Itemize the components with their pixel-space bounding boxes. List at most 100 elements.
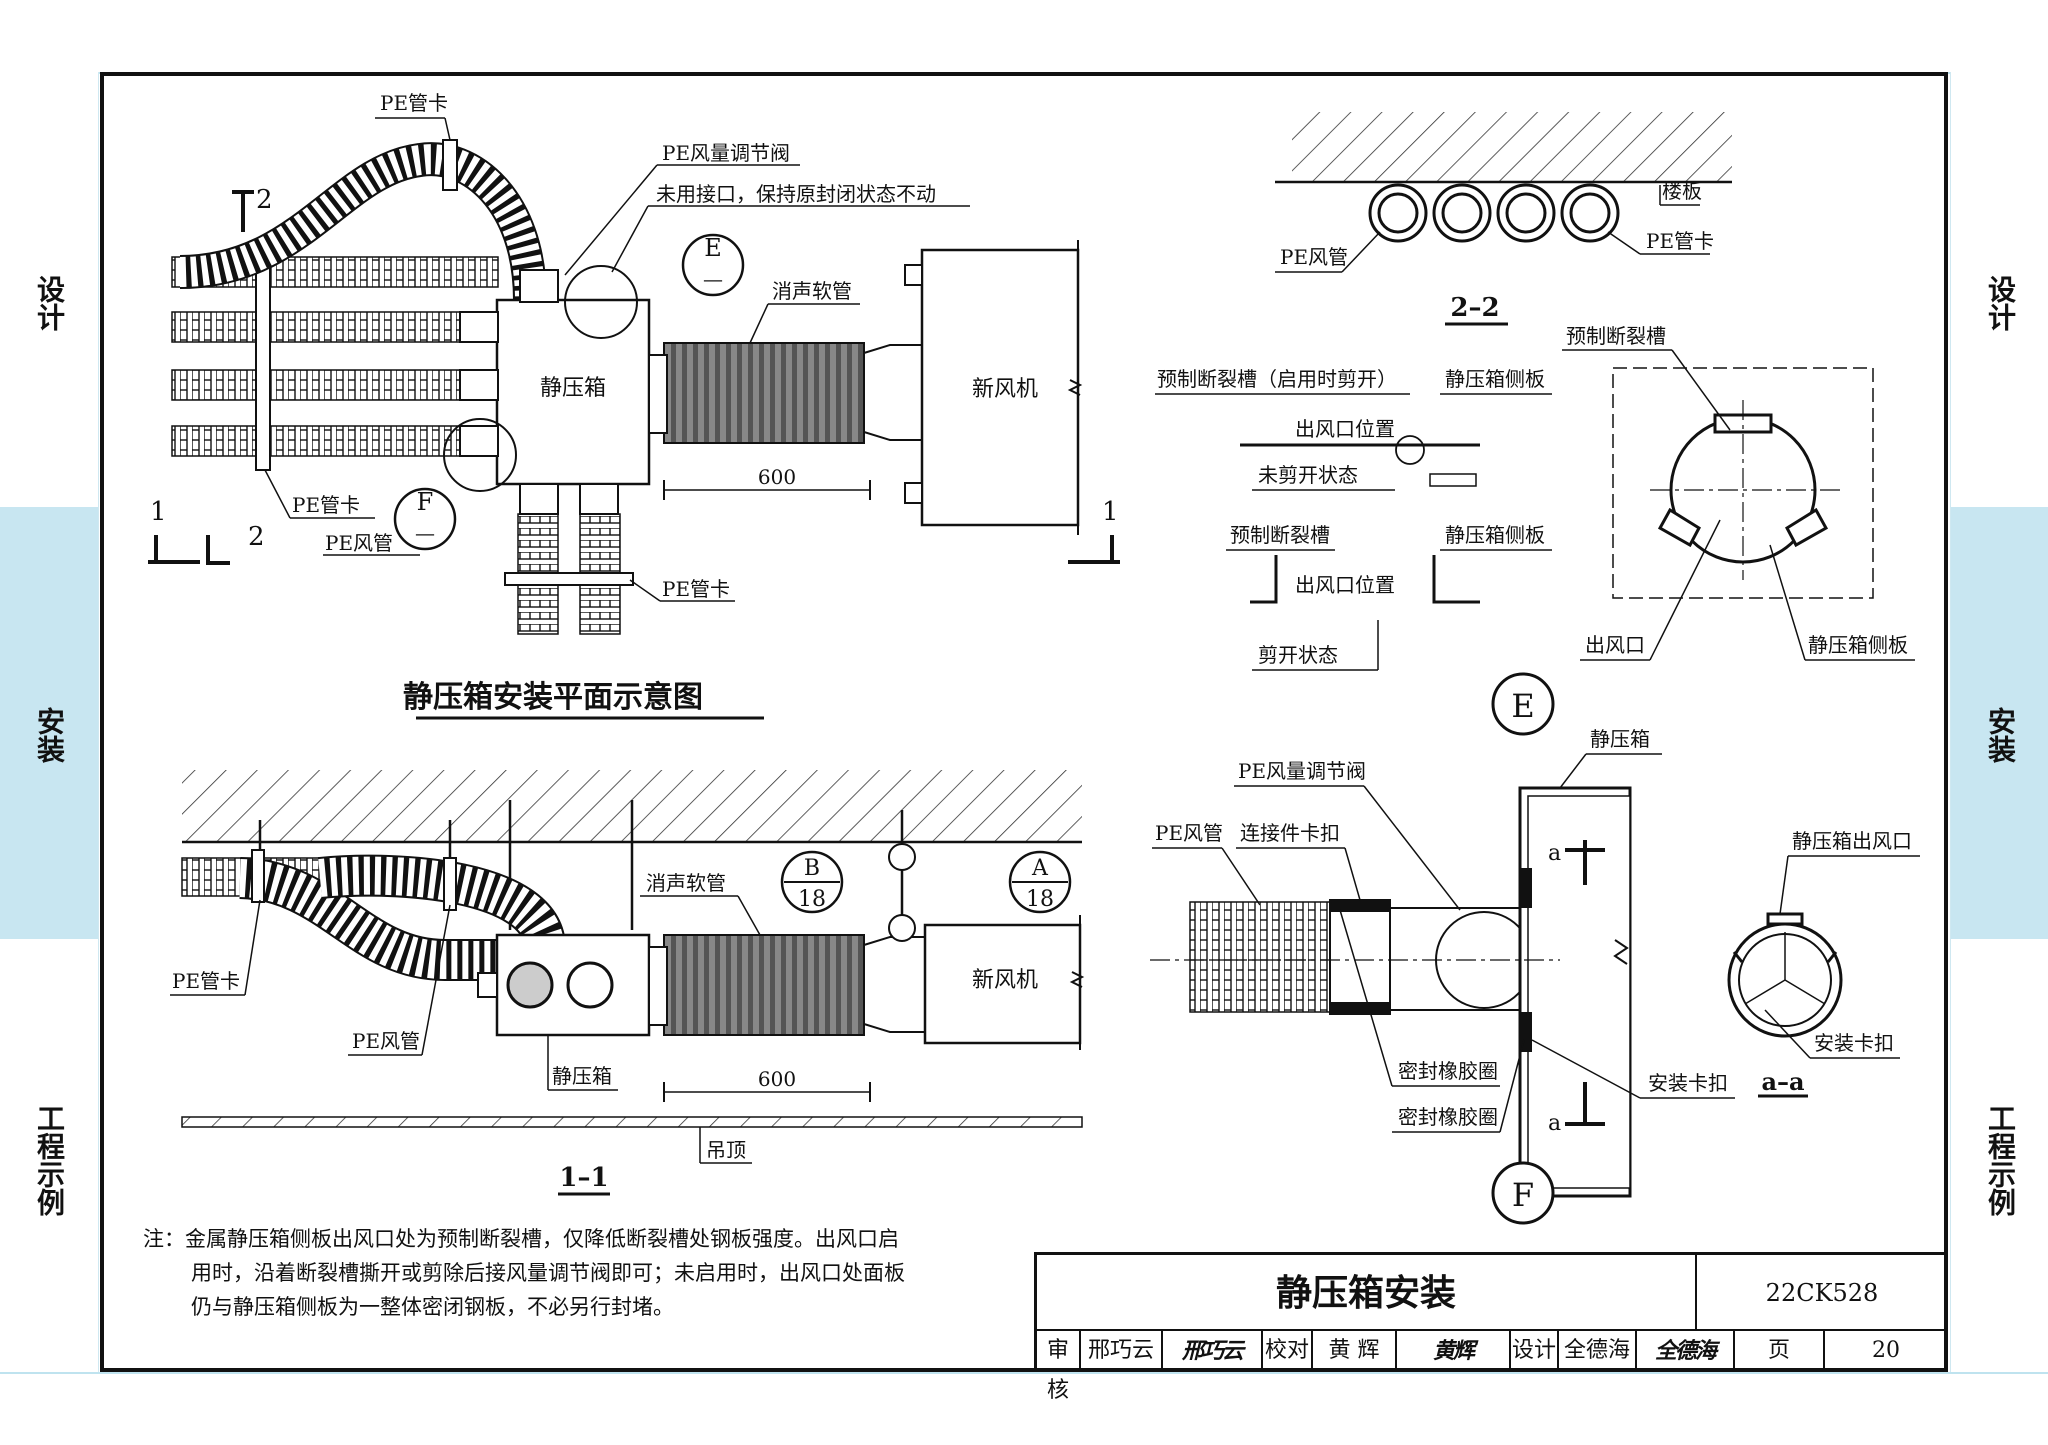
ceiling-label: 吊顶 bbox=[706, 1138, 746, 1162]
right-tab-example[interactable]: 工程示例 bbox=[1984, 1104, 2017, 1216]
section-2-2: 楼板 PE风管 PE管卡 2–2 bbox=[1275, 112, 1732, 326]
plan-view: 静压箱 新风机 600 E — F — bbox=[148, 91, 1120, 720]
section-11-title: 1–1 bbox=[559, 1163, 608, 1193]
detail-f-letter: F bbox=[417, 488, 434, 516]
plan-fresh-air-label: 新风机 bbox=[972, 377, 1038, 402]
title-block: 静压箱安装 22CK528 审核 邢巧云 邢巧云 校对 黄 辉 黄辉 设计 全德… bbox=[1034, 1252, 1947, 1403]
left-tab-install[interactable]: 安装 bbox=[33, 707, 66, 763]
section-mark-2-top: 2 bbox=[256, 185, 273, 215]
e-outlet-label: 出风口 bbox=[1585, 633, 1645, 657]
note-line-3: 仍与静压箱侧板为一整体密闭钢板，不必另行封堵。 bbox=[191, 1295, 674, 1319]
plan-pe-clamp-top-label: PE管卡 bbox=[380, 91, 448, 115]
detail-f-sub: — bbox=[415, 521, 435, 545]
page-label: 页 bbox=[1735, 1331, 1825, 1371]
detail-a-sub: 18 bbox=[1026, 887, 1054, 912]
e-side-plate-right: 静压箱侧板 bbox=[1808, 633, 1908, 657]
detail-a-letter: A bbox=[1031, 856, 1049, 881]
e-outlet-pos-2: 出风口位置 bbox=[1295, 573, 1395, 597]
detail-f-circle bbox=[443, 418, 517, 492]
title-block-code: 22CK528 bbox=[1697, 1255, 1947, 1331]
left-tab-example[interactable]: 工程示例 bbox=[33, 1104, 66, 1216]
f-connector-clip-label: 连接件卡扣 bbox=[1240, 821, 1340, 845]
detail-e: 预制断裂槽（启用时剪开） 静压箱侧板 出风口位置 未剪开状态 预制断裂槽 静压箱… bbox=[1155, 324, 1915, 736]
detail-e-sub: — bbox=[703, 267, 723, 291]
e-prefab-slot-use: 预制断裂槽（启用时剪开） bbox=[1157, 367, 1397, 391]
e-side-plate-2: 静压箱侧板 bbox=[1445, 523, 1545, 547]
e-cut-state: 剪开状态 bbox=[1258, 643, 1338, 667]
detail-f: a a 静压箱 PE风量调节阀 PE风管 连接件卡扣 密封橡胶圈 密封橡胶圈 安… bbox=[1150, 727, 1920, 1225]
checker-signature: 黄辉 bbox=[1397, 1331, 1511, 1371]
detail-e-bubble[interactable] bbox=[681, 233, 745, 297]
pe-duct-label-11: PE风管 bbox=[352, 1029, 420, 1053]
plan-unused-port-label: 未用接口，保持原封闭状态不动 bbox=[656, 182, 936, 206]
section-aa-title: a–a bbox=[1761, 1067, 1804, 1096]
checker-name: 黄 辉 bbox=[1313, 1331, 1397, 1371]
pe-clamp-bar bbox=[255, 244, 271, 471]
slab-hatch-22 bbox=[1292, 112, 1732, 182]
note-block: 注：金属静压箱侧板出风口处为预制断裂槽，仅降低断裂槽处钢板强度。出风口启 用时，… bbox=[143, 1222, 1023, 1324]
fresh-air-label-11: 新风机 bbox=[972, 968, 1038, 993]
bottom-pe-clamp bbox=[504, 572, 634, 586]
plan-pe-clamp-left-label: PE管卡 bbox=[292, 493, 360, 517]
detail-f-badge-letter: F bbox=[1512, 1176, 1534, 1214]
note-line-2: 用时，沿着断裂槽撕开或剪除后接风量调节阀即可；未启用时，出风口处面板 bbox=[191, 1261, 905, 1285]
e-side-plate-1: 静压箱侧板 bbox=[1445, 367, 1545, 391]
plan-view-title: 静压箱安装平面示意图 bbox=[403, 680, 703, 715]
e-prefab-slot-right: 预制断裂槽 bbox=[1566, 324, 1666, 348]
plan-pe-duct-label: PE风管 bbox=[325, 531, 393, 555]
section-mark-1-left: 1 bbox=[150, 497, 167, 527]
reviewer-name: 邢巧云 bbox=[1081, 1331, 1163, 1371]
detail-e-circle bbox=[564, 265, 638, 339]
designer-name: 全德海 bbox=[1559, 1331, 1637, 1371]
detail-f-bubble[interactable] bbox=[393, 487, 457, 551]
e-outlet-pos-1: 出风口位置 bbox=[1295, 417, 1395, 441]
pe-duct-4 bbox=[171, 425, 499, 457]
f-pe-duct-label: PE风管 bbox=[1155, 821, 1223, 845]
f-pe-damper-label: PE风量调节阀 bbox=[1238, 759, 1366, 783]
top-pe-clamp bbox=[442, 139, 458, 191]
detail-b-sub: 18 bbox=[798, 887, 826, 912]
pe-clamp-label-22: PE管卡 bbox=[1646, 229, 1714, 253]
f-plenum-label: 静压箱 bbox=[1590, 727, 1650, 751]
ceiling-line bbox=[181, 1116, 1083, 1128]
right-tab-design[interactable]: 设计 bbox=[1984, 275, 2017, 331]
curved-duct-corrugation bbox=[179, 144, 545, 301]
plan-fresh-air-unit bbox=[920, 248, 1080, 527]
plan-pe-clamp-bottom-label: PE管卡 bbox=[662, 577, 730, 601]
pe-duct-label-22: PE风管 bbox=[1280, 245, 1348, 269]
f-seal-ring-1: 密封橡胶圈 bbox=[1398, 1059, 1498, 1083]
plenum-label-11: 静压箱 bbox=[552, 1064, 612, 1088]
section-22-title: 2–2 bbox=[1450, 293, 1499, 323]
pe-duct-2 bbox=[171, 311, 499, 343]
f-install-clip-label: 安装卡扣 bbox=[1648, 1071, 1728, 1095]
slab-label-22: 楼板 bbox=[1662, 179, 1702, 203]
reviewer-signature: 邢巧云 bbox=[1163, 1331, 1263, 1371]
detail-e-letter: E bbox=[704, 234, 722, 262]
plan-plenum-label: 静压箱 bbox=[540, 376, 606, 401]
left-side-tabs: 设计 安装 工程示例 bbox=[0, 72, 99, 1372]
plan-pe-damper-label: PE风量调节阀 bbox=[662, 141, 790, 165]
section-mark-2-bottom: 2 bbox=[248, 522, 265, 552]
mark-a-top: a bbox=[1548, 841, 1561, 866]
plan-dim-600: 600 bbox=[758, 465, 796, 489]
e-prefab-slot: 预制断裂槽 bbox=[1230, 523, 1330, 547]
plan-silencer-hose bbox=[663, 342, 865, 444]
dim-600-11: 600 bbox=[758, 1067, 796, 1091]
detail-f-badge bbox=[1491, 1161, 1555, 1225]
title-block-title: 静压箱安装 bbox=[1037, 1255, 1697, 1331]
pe-duct-3 bbox=[171, 369, 499, 401]
f-plenum-outlet-label: 静压箱出风口 bbox=[1792, 829, 1912, 853]
designer-signature: 全德海 bbox=[1637, 1331, 1735, 1371]
silencer-label-11: 消声软管 bbox=[646, 871, 726, 895]
detail-b-letter: B bbox=[804, 856, 820, 881]
note-line-1: 注：金属静压箱侧板出风口处为预制断裂槽，仅降低断裂槽处钢板强度。出风口启 bbox=[143, 1227, 899, 1251]
left-highlight-band bbox=[0, 507, 98, 939]
page-number: 20 bbox=[1872, 1338, 1900, 1363]
design-label: 设计 bbox=[1511, 1331, 1559, 1371]
f-seal-ring-2: 密封橡胶圈 bbox=[1398, 1105, 1498, 1129]
right-tab-install[interactable]: 安装 bbox=[1984, 707, 2017, 763]
pe-clamp-label-11: PE管卡 bbox=[172, 969, 240, 993]
left-tab-design[interactable]: 设计 bbox=[33, 275, 66, 331]
detail-e-badge-letter: E bbox=[1511, 687, 1534, 725]
